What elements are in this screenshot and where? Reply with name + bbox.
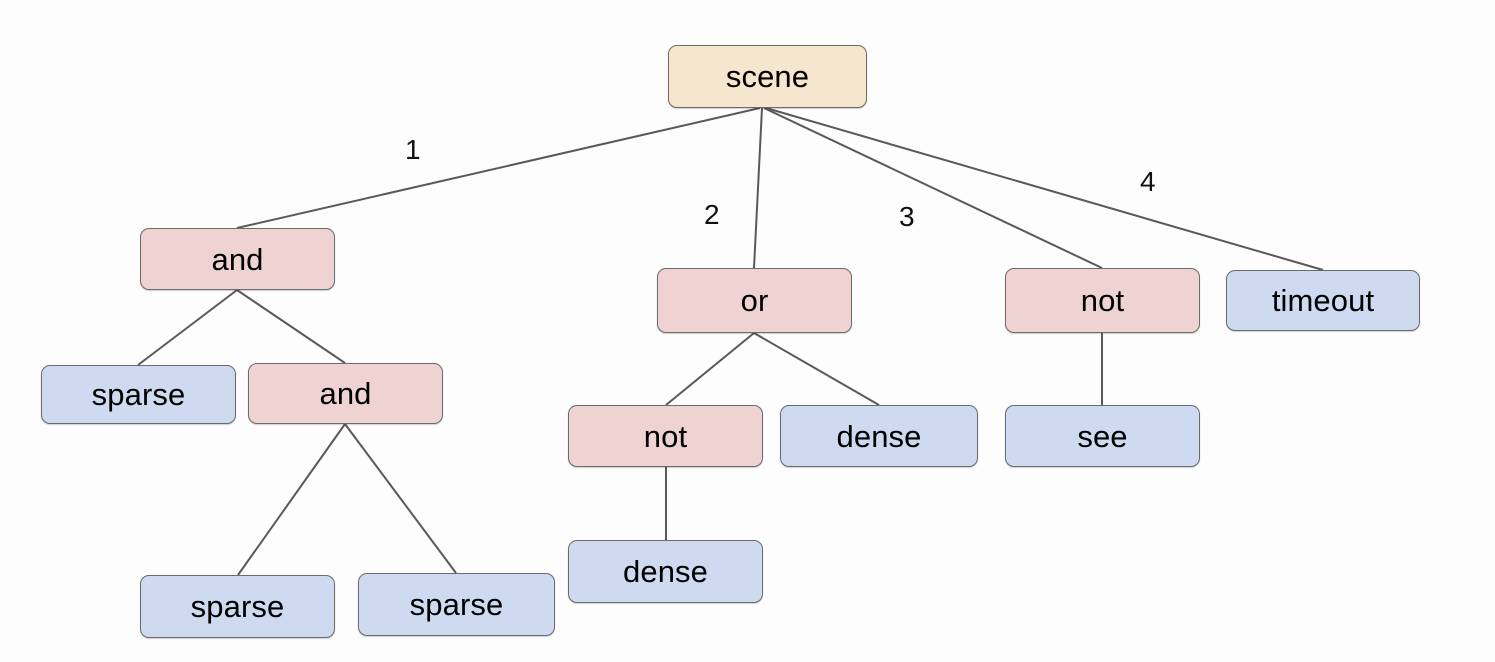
tree-node-scene[interactable]: scene bbox=[668, 45, 867, 108]
edge-label-3: 3 bbox=[899, 201, 915, 232]
tree-node-label: sparse bbox=[190, 589, 285, 624]
tree-node-label: and bbox=[211, 241, 264, 277]
tree-edge-and1-to-and2 bbox=[236, 289, 346, 364]
tree-node-not2[interactable]: not bbox=[568, 405, 763, 467]
tree-node-label: dense bbox=[836, 418, 922, 454]
tree-edge-scene-to-timeout1 bbox=[765, 107, 1324, 271]
tree-node-and1[interactable]: and bbox=[140, 228, 335, 290]
tree-node-label: sparse bbox=[91, 377, 186, 412]
tree-node-label: timeout bbox=[1271, 283, 1375, 318]
tree-node-label: not bbox=[1080, 283, 1125, 318]
tree-node-dense1[interactable]: dense bbox=[780, 405, 978, 467]
tree-node-label: sparse bbox=[409, 587, 504, 622]
tree-node-sparse3[interactable]: sparse bbox=[358, 573, 555, 636]
tree-edge-and2-to-sparse2 bbox=[237, 423, 346, 576]
tree-node-sparse1[interactable]: sparse bbox=[41, 365, 236, 424]
edge-label-1: 1 bbox=[405, 134, 421, 165]
tree-node-label: and bbox=[319, 376, 372, 411]
tree-edge-and1-to-sparse1 bbox=[137, 289, 238, 366]
tree-edge-scene-to-or1 bbox=[753, 107, 763, 269]
tree-node-dense2[interactable]: dense bbox=[568, 540, 763, 603]
tree-edge-scene-to-not1 bbox=[763, 107, 1103, 269]
tree-node-label: see bbox=[1077, 418, 1128, 454]
tree-node-see1[interactable]: see bbox=[1005, 405, 1200, 467]
tree-edge-scene-to-and1 bbox=[236, 107, 761, 229]
tree-node-and2[interactable]: and bbox=[248, 363, 443, 424]
tree-node-not1[interactable]: not bbox=[1005, 268, 1200, 333]
tree-node-label: or bbox=[740, 283, 769, 318]
tree-edge-and2-to-sparse3 bbox=[344, 423, 457, 574]
tree-node-or1[interactable]: or bbox=[657, 268, 852, 333]
edge-label-4: 4 bbox=[1140, 166, 1156, 197]
edge-label-2: 2 bbox=[704, 199, 720, 230]
tree-edge-or1-to-dense1 bbox=[753, 332, 880, 406]
tree-node-label: dense bbox=[623, 554, 708, 589]
tree-node-label: not bbox=[643, 418, 688, 454]
tree-edge-or1-to-not2 bbox=[665, 332, 755, 406]
tree-node-timeout1[interactable]: timeout bbox=[1226, 270, 1420, 331]
tree-node-sparse2[interactable]: sparse bbox=[140, 575, 335, 638]
tree-node-label: scene bbox=[725, 59, 810, 94]
